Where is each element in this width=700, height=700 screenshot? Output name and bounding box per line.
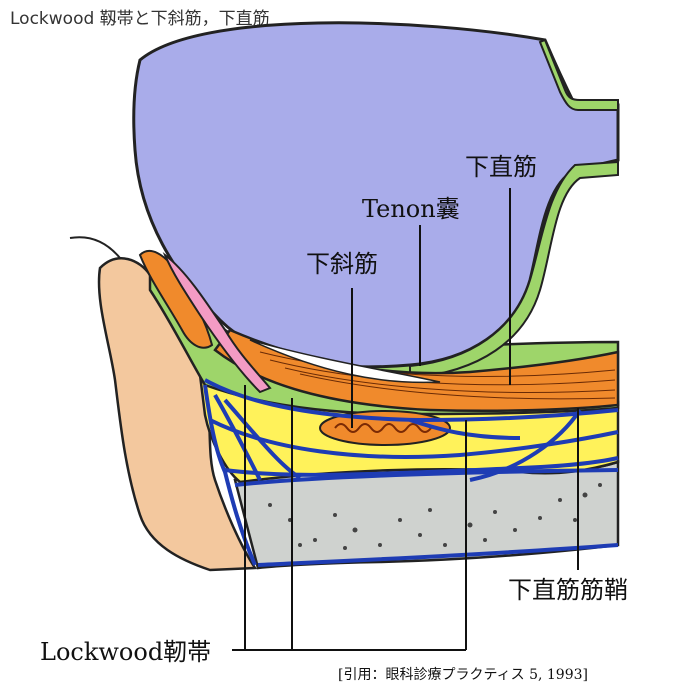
tenon-white-gap [249, 339, 441, 384]
optic-nerve-sheath [538, 38, 619, 111]
figure-title: Lockwood 靱帯と下斜筋，下直筋 [10, 9, 270, 29]
label-lockwood-ligament: Lockwood靭帯 [40, 638, 212, 666]
label-tenon-capsule: Tenon囊 [362, 195, 460, 223]
citation: [引用：眼科診療プラクティス 5, 1993] [338, 667, 588, 683]
label-inferior-rectus: 下直筋 [465, 153, 537, 181]
eyelash-line [69, 236, 121, 259]
oblique-texture [334, 423, 432, 433]
leader-lines [232, 188, 579, 651]
label-inferior-rectus-sheath: 下直筋筋鞘 [508, 576, 628, 604]
label-inferior-oblique: 下斜筋 [306, 250, 378, 278]
fascia-lines [203, 378, 619, 567]
muscle-fibers [259, 351, 616, 400]
lid-retractor-pink [162, 252, 272, 394]
bone-speckles [268, 483, 602, 550]
